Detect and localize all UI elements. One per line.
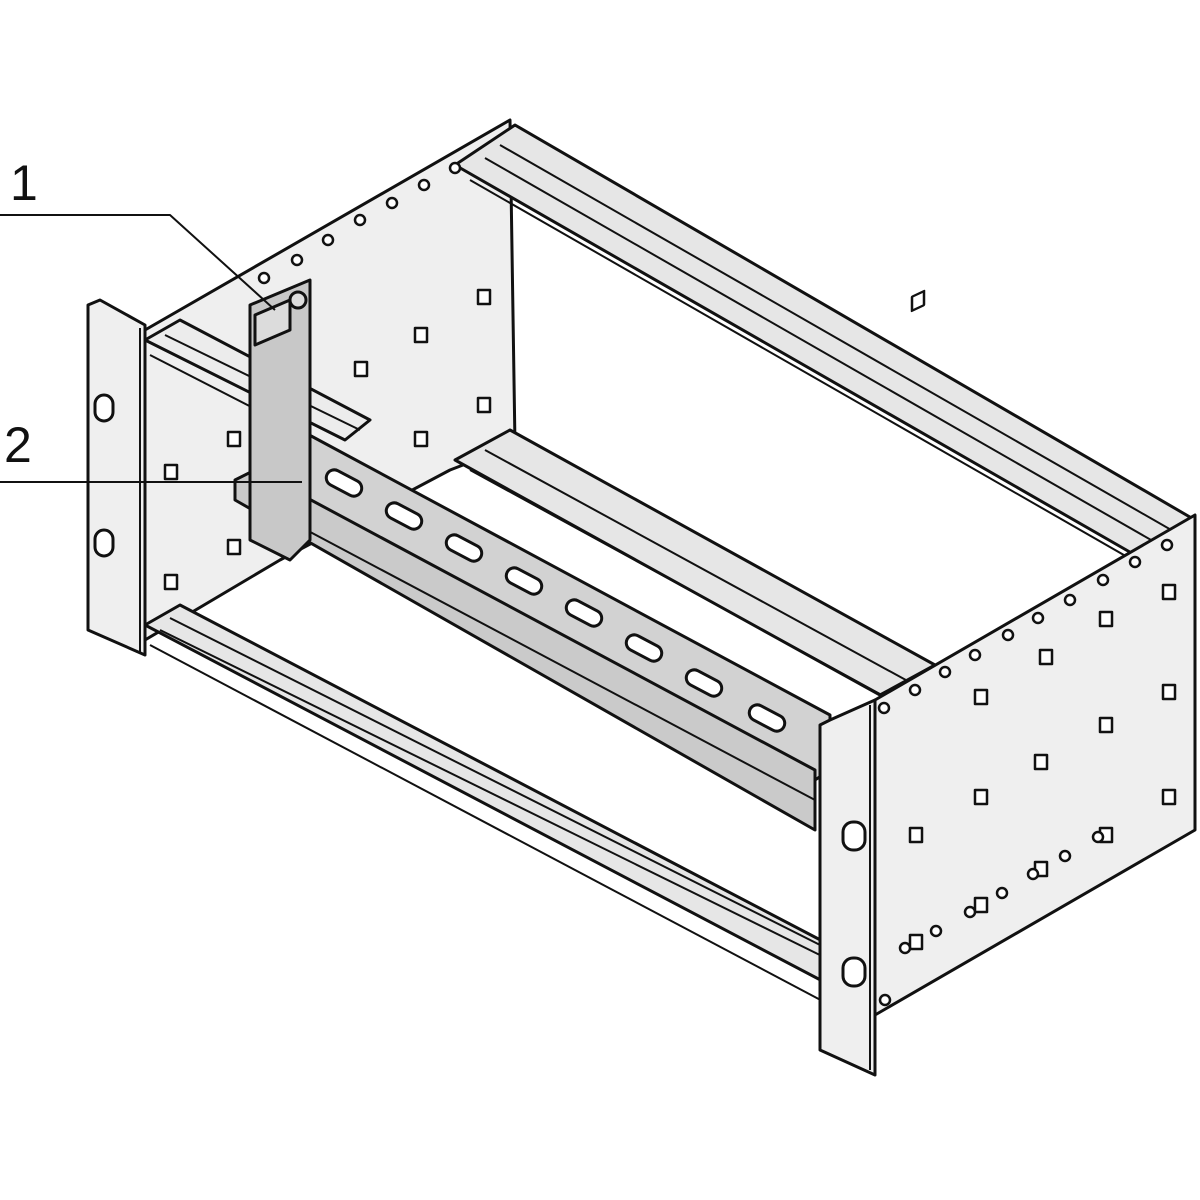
flange-hole-icon: [93, 528, 115, 558]
middle-rear-rail: [453, 428, 937, 706]
callout-label-2: 2: [4, 417, 32, 473]
top-rear-rail: [453, 123, 1197, 571]
panel-perforations: [163, 288, 1177, 951]
flange-hole-icon: [841, 820, 867, 852]
callout-label-1: 1: [10, 155, 38, 211]
mounting-bracket: [248, 278, 312, 562]
front-left-flange: [86, 298, 147, 657]
din-rail: [233, 428, 832, 832]
callout-leader-1: [0, 214, 276, 311]
panel-round-holes: [257, 161, 1174, 1007]
bottom-front-rail: [143, 603, 832, 1006]
bracket-nut-icon: [288, 290, 308, 310]
flange-hole-icon: [93, 393, 115, 423]
din-rail-slots: [264, 433, 787, 733]
flange-hole-icon: [841, 956, 867, 988]
front-right-flange: [818, 698, 877, 1077]
